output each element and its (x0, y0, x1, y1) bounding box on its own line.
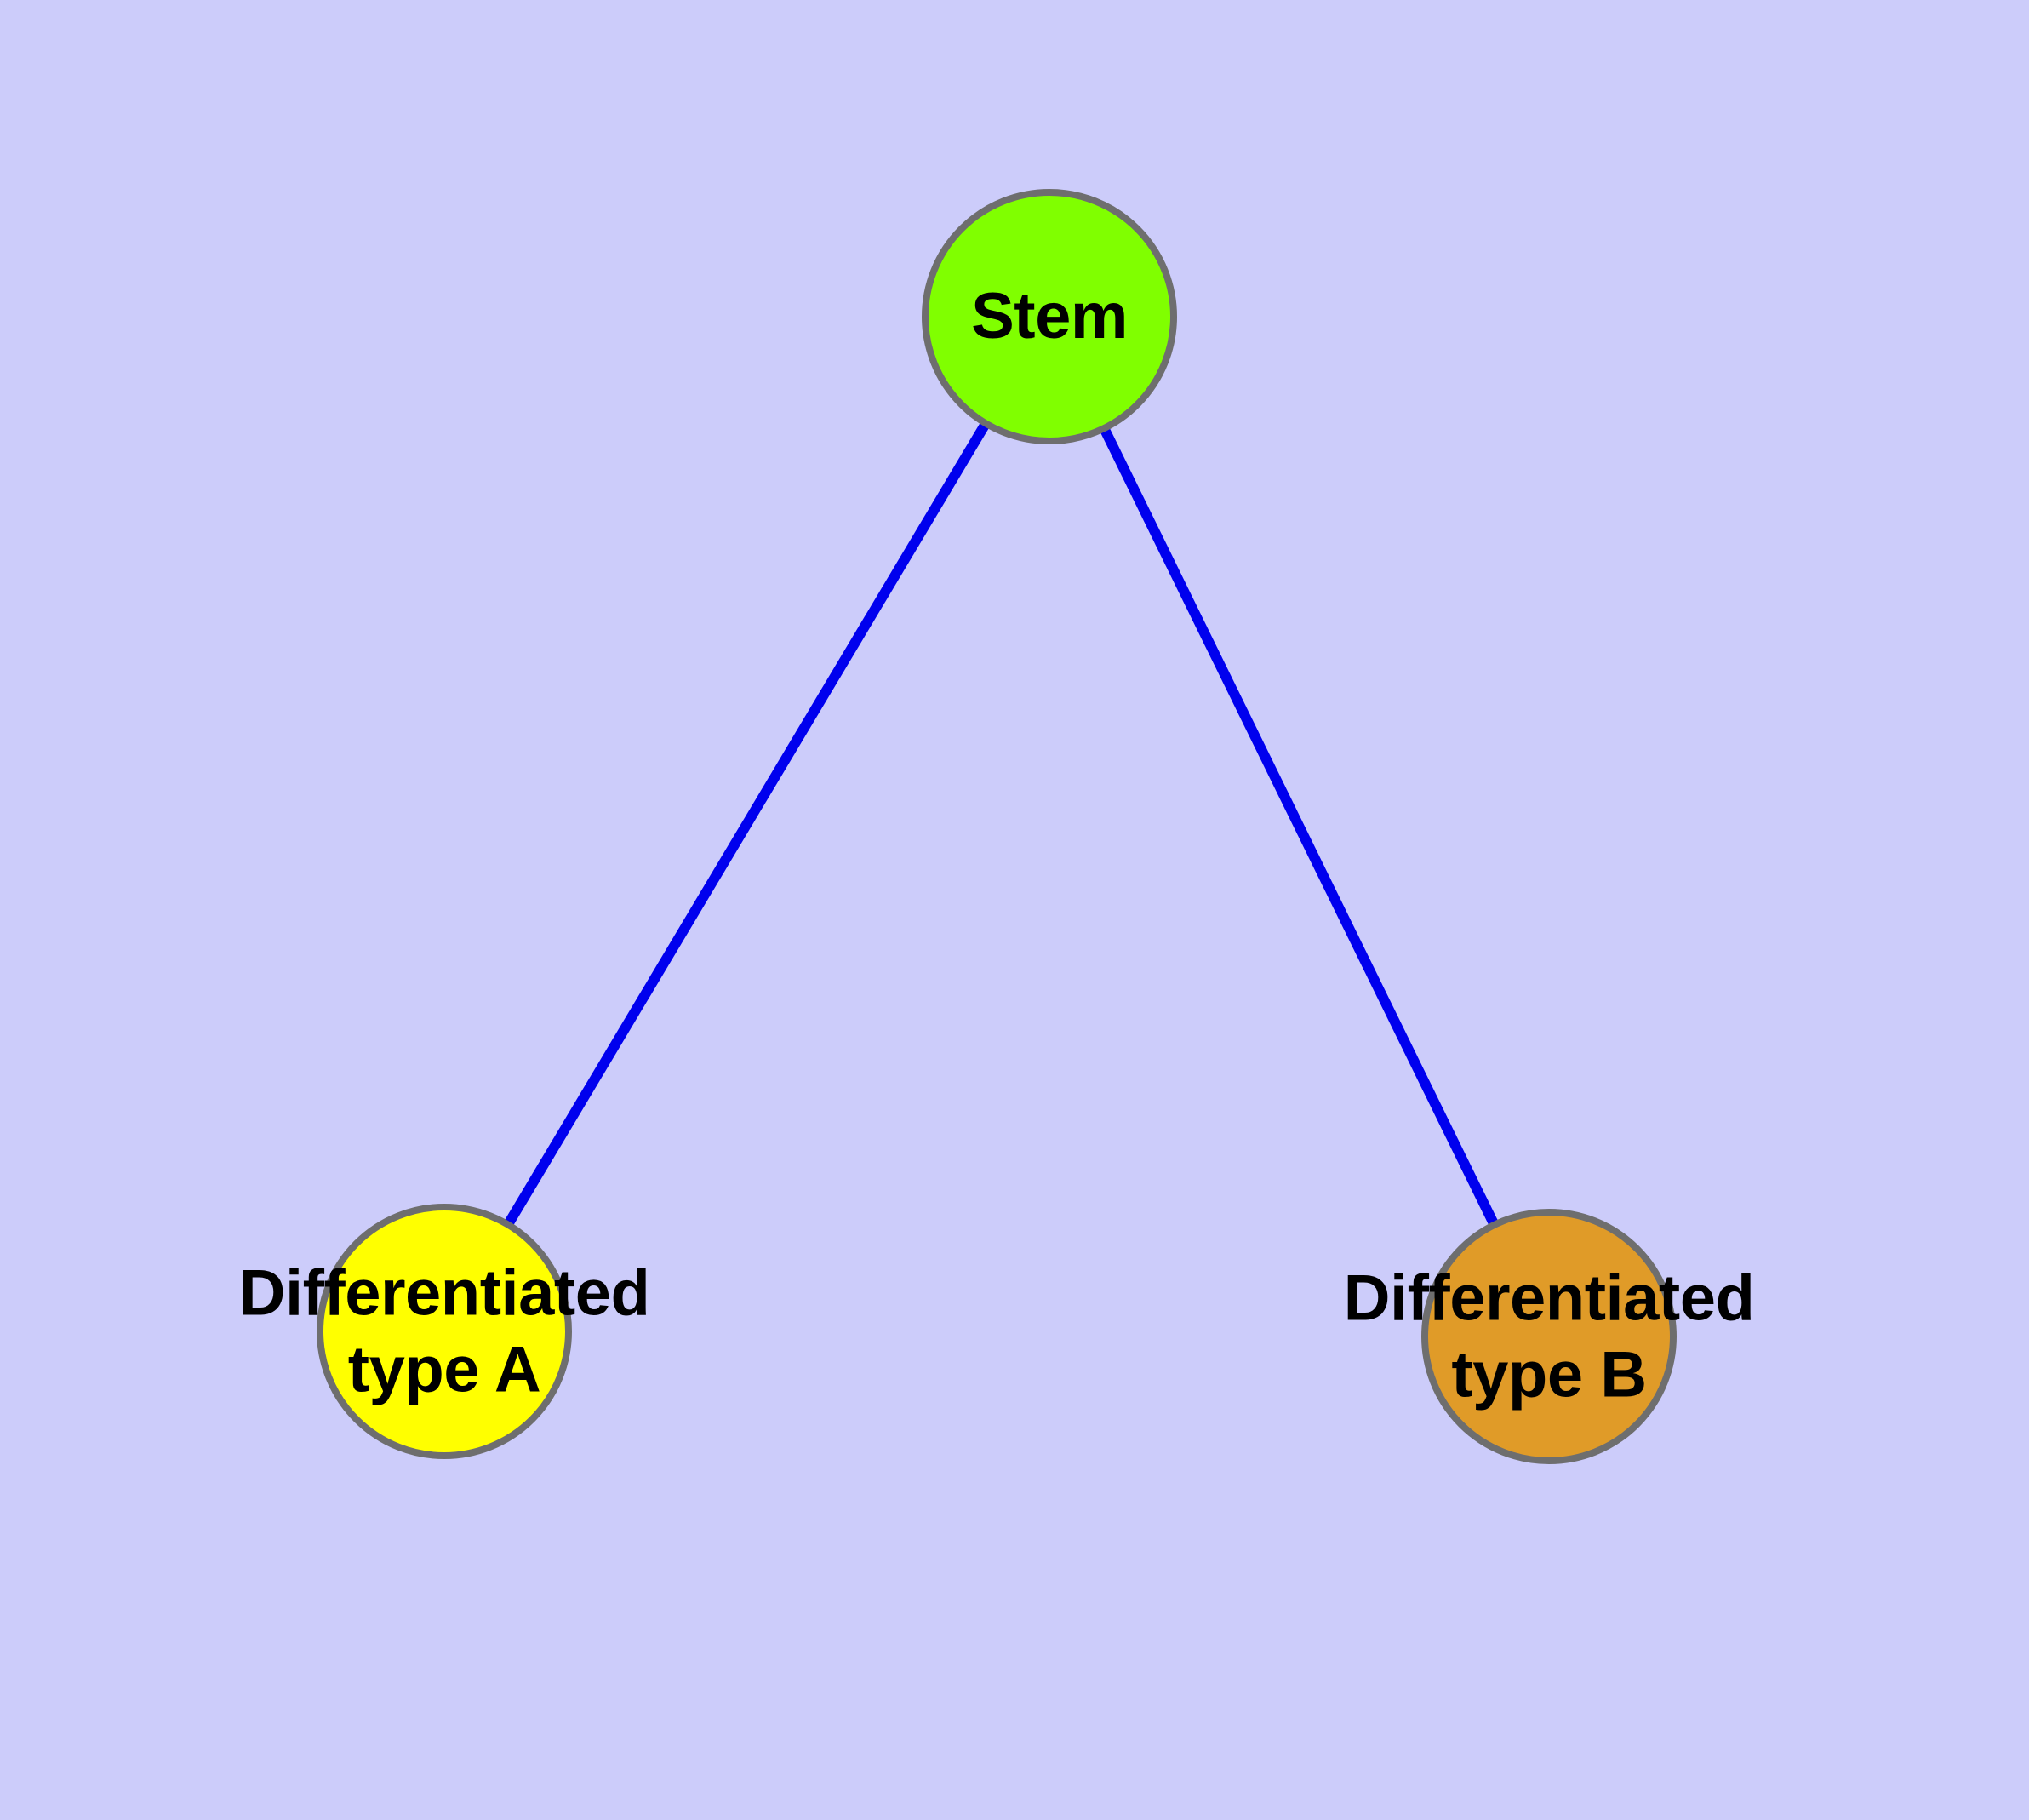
graph-node-diff-a[interactable] (317, 1204, 572, 1459)
node-layer (317, 189, 1677, 1464)
graph-edge-stem-to-diff-a (503, 421, 991, 1228)
graph-node-stem[interactable] (922, 189, 1177, 444)
graph-edge-stem-to-diff-b (1099, 426, 1500, 1228)
edge-layer (503, 421, 1500, 1228)
graph-node-diff-b[interactable] (1421, 1209, 1677, 1464)
